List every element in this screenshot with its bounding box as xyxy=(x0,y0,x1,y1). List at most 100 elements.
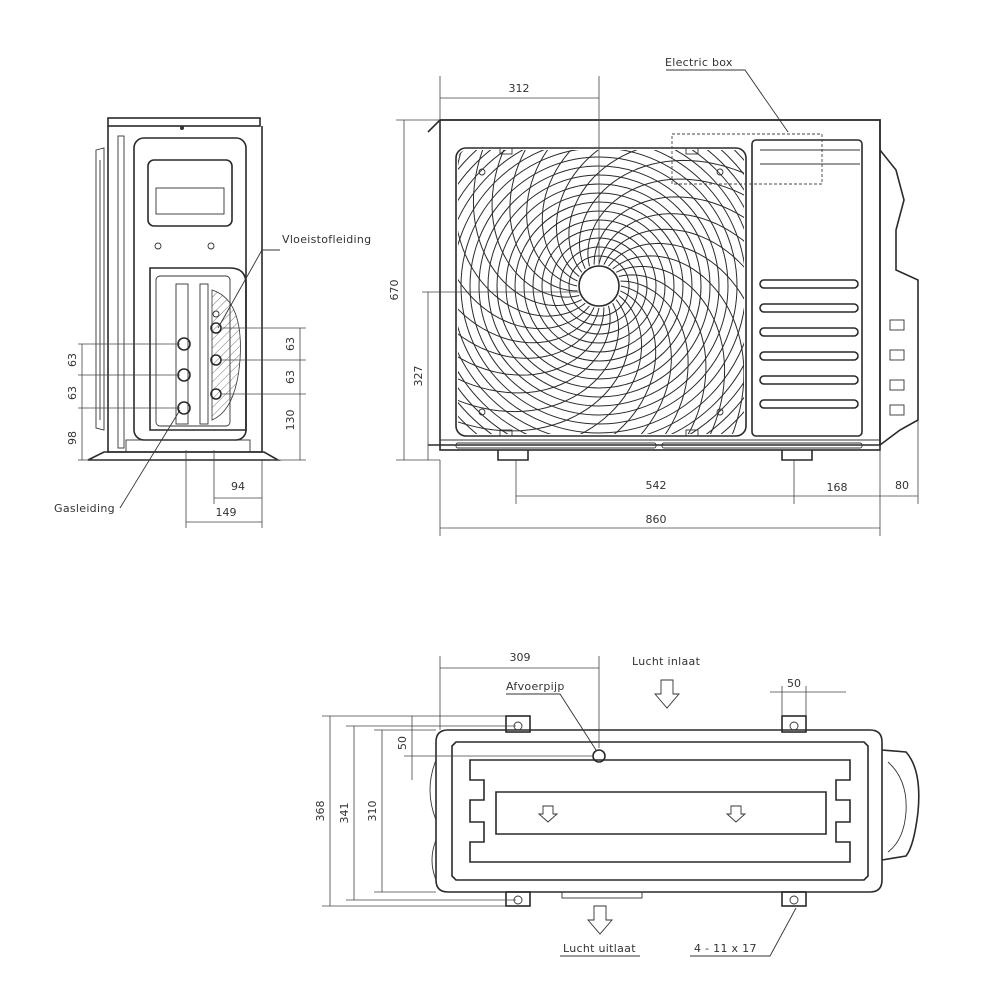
foot-bottom-left xyxy=(505,891,531,907)
grille-vane xyxy=(472,150,583,306)
dim-top-310: 310 xyxy=(366,801,379,822)
grille-vane xyxy=(608,242,744,416)
top-left-bulge xyxy=(429,759,437,821)
fan-hub xyxy=(578,265,620,307)
grille-vane xyxy=(618,274,707,434)
dim-front-542: 542 xyxy=(646,479,667,492)
leader-gas-pipe xyxy=(119,409,181,509)
dim-front-312: 312 xyxy=(509,82,530,95)
top-cover-outline xyxy=(469,759,851,863)
front-valve-cover xyxy=(879,149,919,446)
top-body xyxy=(435,729,883,893)
leader-electric-box xyxy=(666,69,789,133)
grille-vane xyxy=(469,295,643,434)
top-left-bulge xyxy=(431,839,437,881)
louvers xyxy=(759,279,859,409)
valve-6 xyxy=(210,388,222,400)
valve-stub xyxy=(889,319,905,331)
label-liquid-pipe: Vloeistofleiding xyxy=(282,233,371,246)
grille-vane xyxy=(458,156,590,330)
dim-side-94: 94 xyxy=(231,480,245,493)
top-arrow-left xyxy=(537,805,559,823)
label-drain-pipe: Afvoerpijp xyxy=(506,680,565,693)
louver xyxy=(759,327,859,337)
front-base-slot-2 xyxy=(661,442,863,449)
dim-top-341: 341 xyxy=(338,803,351,824)
dim-side-left-63b: 63 xyxy=(66,386,79,400)
side-top-cap xyxy=(107,117,261,127)
side-screw xyxy=(180,126,184,130)
grille-screw xyxy=(716,168,724,176)
valve-bracket-2 xyxy=(199,283,209,425)
grille-vane xyxy=(458,150,586,317)
side-base-rail xyxy=(125,439,251,453)
label-air-inlet: Lucht inlaat xyxy=(632,655,701,668)
dim-side-left-63a: 63 xyxy=(66,353,79,367)
foot-hole xyxy=(789,895,799,905)
side-base xyxy=(87,451,282,461)
top-arrow-right xyxy=(725,805,747,823)
louver xyxy=(759,351,859,361)
grille-vane xyxy=(508,290,657,434)
grille-screw xyxy=(478,168,486,176)
grille-vane xyxy=(593,196,744,288)
side-bolt-left xyxy=(154,242,162,250)
front-right-panel xyxy=(751,139,863,437)
grille-vane xyxy=(458,305,611,394)
dim-side-right-63b: 63 xyxy=(284,370,297,384)
side-left-fin xyxy=(95,147,105,431)
grille-clip xyxy=(685,429,699,437)
side-handle-slot xyxy=(155,187,225,215)
dim-top-50-depth: 50 xyxy=(396,736,409,750)
label-electric-box: Electric box xyxy=(665,56,733,69)
foot-top-left xyxy=(505,715,531,733)
grille-vane xyxy=(458,284,605,376)
valve-stub xyxy=(889,404,905,416)
valve-bracket xyxy=(175,283,189,425)
grille-clip xyxy=(499,147,513,155)
foot-top-right xyxy=(781,715,807,733)
dim-side-right-63a: 63 xyxy=(284,337,297,351)
grille-clip xyxy=(685,147,699,155)
grille-clip xyxy=(499,429,513,437)
louver xyxy=(759,279,859,289)
dim-front-168: 168 xyxy=(827,481,848,494)
front-foot-left xyxy=(497,450,529,461)
air-outlet-arrow xyxy=(587,905,613,935)
top-cover-recess xyxy=(495,791,827,835)
grille-vane xyxy=(603,228,744,377)
top-bottom-slot xyxy=(561,891,643,899)
top-view: 309 50 368 341 310 50 Lucht inlaat Lucht… xyxy=(314,651,920,957)
grille-vane xyxy=(526,150,646,287)
valve-cover-opening xyxy=(149,267,247,431)
valve-stub xyxy=(889,349,905,361)
grille-vane xyxy=(552,285,672,434)
electric-box-outline xyxy=(671,133,823,185)
louver xyxy=(759,303,859,313)
dim-front-327: 327 xyxy=(412,366,425,387)
valve-5 xyxy=(210,354,222,366)
air-inlet-arrow xyxy=(654,679,680,709)
grille-screw xyxy=(716,408,724,416)
side-rail xyxy=(117,135,125,449)
top-valve-inner xyxy=(887,761,907,853)
dim-top-309: 309 xyxy=(510,651,531,664)
valve-cap xyxy=(212,310,220,318)
side-view: 63 63 98 63 63 130 94 149 Vloeistofleidi… xyxy=(54,117,371,528)
leader-liquid-pipe xyxy=(217,249,280,329)
grille-vane xyxy=(458,195,595,344)
louver xyxy=(759,375,859,385)
front-base-slot-1 xyxy=(455,442,657,449)
leader-mounting-holes xyxy=(690,907,797,957)
foot-bottom-right xyxy=(781,891,807,907)
label-air-outlet: Lucht uitlaat xyxy=(563,942,636,955)
dim-front-670: 670 xyxy=(388,280,401,301)
grille-vane xyxy=(587,178,744,267)
front-body xyxy=(439,119,881,451)
grille-vane xyxy=(579,159,744,270)
dim-front-860: 860 xyxy=(646,513,667,526)
label-mounting-holes: 4 - 11 x 17 xyxy=(694,942,757,955)
front-foot-right xyxy=(781,450,813,461)
valve-stub xyxy=(889,379,905,391)
